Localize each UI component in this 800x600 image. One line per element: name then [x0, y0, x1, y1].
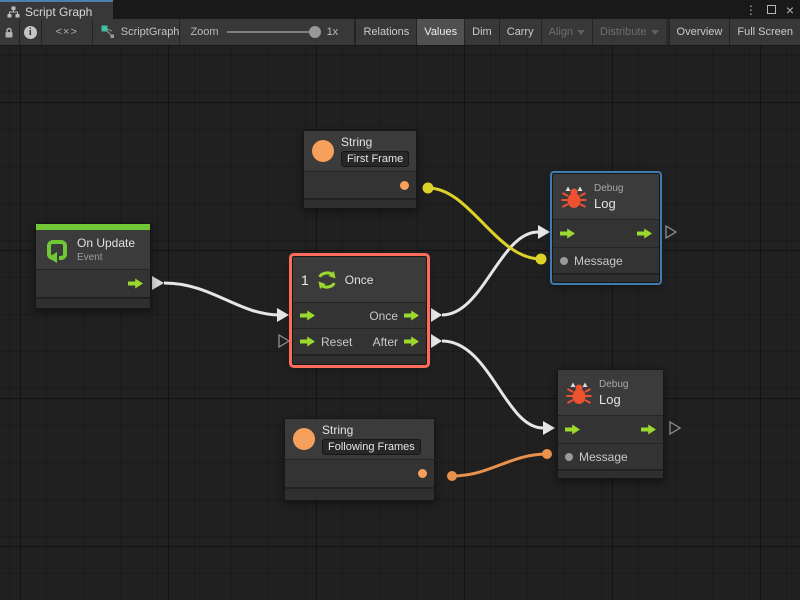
graph-toolbar: i <×> ScriptGraph Zoom 1x Relations Valu…	[0, 19, 800, 46]
connection-once-debugtop[interactable]	[431, 225, 550, 322]
once-reset-port-triangle[interactable]	[278, 333, 291, 349]
flow-output-port[interactable]	[128, 278, 143, 289]
connection-layer	[152, 182, 682, 481]
lock-button[interactable]	[0, 19, 20, 45]
node-once[interactable]: 1 Once Once Reset After	[292, 256, 427, 365]
debugbottom-exit-port-triangle[interactable]	[669, 420, 682, 436]
connection-string-debugtop-message[interactable]	[422, 182, 547, 265]
string-output-port[interactable]	[418, 469, 427, 478]
window-menu-icon[interactable]: ⋮	[744, 2, 757, 17]
node-on-update[interactable]: On Update Event	[35, 223, 151, 309]
bug-icon	[561, 186, 587, 208]
fullscreen-button[interactable]: Full Screen	[729, 19, 800, 45]
node-category: Debug	[599, 378, 629, 390]
once-count: 1	[301, 271, 309, 288]
carry-button[interactable]: Carry	[498, 19, 541, 45]
tab-title: Script Graph	[25, 4, 93, 19]
connection-onupdate-once[interactable]	[152, 276, 289, 322]
once-output-port[interactable]	[404, 310, 419, 321]
node-debug-log-bottom[interactable]: Debug Log Message	[557, 369, 664, 479]
port-label-after: After	[372, 334, 398, 349]
chevron-down-icon	[577, 29, 586, 35]
bug-icon	[566, 382, 592, 404]
port-label-message: Message	[579, 449, 628, 464]
breadcrumb-graph-button[interactable]: ScriptGraph	[92, 19, 181, 45]
connection-once-debugbottom[interactable]	[431, 334, 555, 435]
maximize-icon[interactable]	[766, 5, 776, 14]
graph-canvas[interactable]: String First Frame On Update Event	[0, 46, 800, 600]
on-update-event-icon	[47, 239, 67, 263]
graph-name-label: ScriptGraph	[120, 26, 180, 38]
node-string-following[interactable]: String Following Frames	[284, 418, 435, 501]
dim-button[interactable]: Dim	[464, 19, 499, 45]
values-button[interactable]: Values	[416, 19, 465, 45]
zoom-slider[interactable]	[226, 26, 321, 38]
zoom-label: Zoom	[190, 26, 219, 38]
node-subtitle: Event	[77, 252, 103, 263]
node-string-first[interactable]: String First Frame	[303, 130, 417, 209]
connection-string-debugbottom-message[interactable]	[447, 449, 552, 481]
port-label-once: Once	[369, 308, 398, 323]
string-value-input[interactable]: First Frame	[341, 151, 410, 167]
info-icon: i	[23, 25, 37, 39]
tab-bar: Script Graph ⋮ ×	[0, 0, 800, 19]
node-title: On Update	[77, 236, 136, 250]
node-title: String	[322, 423, 354, 437]
event-accent-strip	[36, 224, 150, 230]
node-title: String	[341, 135, 373, 149]
node-category: Debug	[594, 182, 624, 194]
flow-output-port[interactable]	[637, 228, 652, 239]
message-input-port[interactable]	[565, 452, 573, 461]
flow-input-port[interactable]	[560, 228, 575, 239]
after-output-port[interactable]	[404, 336, 419, 347]
close-icon[interactable]: ×	[785, 1, 794, 18]
breadcrumb-root-button[interactable]: <×>	[41, 19, 93, 45]
flow-input-port[interactable]	[300, 310, 315, 321]
flow-output-port[interactable]	[641, 424, 656, 435]
reset-input-port[interactable]	[300, 336, 315, 347]
string-type-icon	[293, 428, 315, 450]
overview-button[interactable]: Overview	[668, 19, 730, 45]
zoom-value: 1x	[326, 26, 339, 38]
node-title: Log	[599, 391, 621, 407]
node-debug-log-top[interactable]: Debug Log Message	[552, 173, 660, 283]
debugtop-exit-port-triangle[interactable]	[665, 224, 678, 240]
graph-hierarchy-icon	[7, 6, 20, 17]
relations-button[interactable]: Relations	[355, 19, 417, 45]
align-dropdown[interactable]: Align	[540, 19, 593, 45]
port-label-reset: Reset	[321, 334, 353, 349]
script-graph-icon	[101, 25, 114, 38]
flow-input-port[interactable]	[565, 424, 580, 435]
node-title: Once	[344, 272, 374, 287]
tab-script-graph[interactable]: Script Graph	[0, 0, 113, 19]
port-label-message: Message	[574, 253, 623, 268]
message-input-port[interactable]	[560, 256, 568, 265]
zoom-slider-handle[interactable]	[308, 26, 321, 38]
lock-icon	[5, 27, 13, 37]
distribute-dropdown[interactable]: Distribute	[592, 19, 666, 45]
chevron-down-icon	[650, 29, 659, 35]
string-type-icon	[312, 140, 334, 162]
info-button[interactable]: i	[19, 19, 42, 45]
string-output-port[interactable]	[400, 180, 409, 190]
once-cycle-icon	[318, 270, 336, 289]
code-breadcrumb-icon: <×>	[55, 26, 78, 38]
zoom-control: Zoom 1x	[180, 19, 356, 45]
node-title: Log	[594, 195, 616, 211]
string-value-input[interactable]: Following Frames	[322, 439, 421, 455]
toolbar-buttons: Relations Values Dim Carry Align Distrib…	[355, 19, 800, 45]
